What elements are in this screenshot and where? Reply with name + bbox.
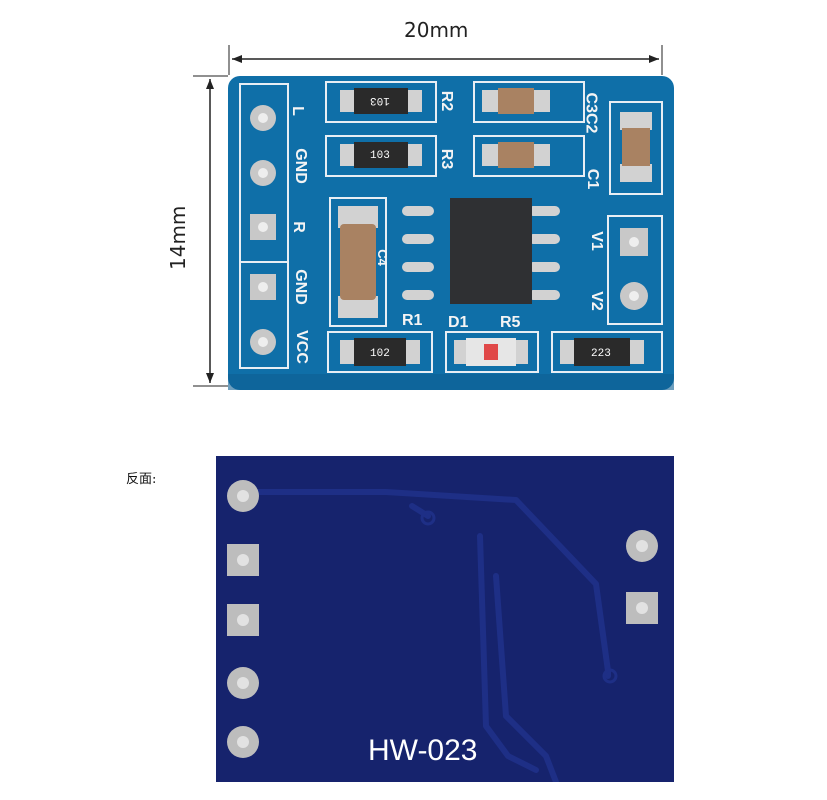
code-r1: 102 — [370, 348, 390, 360]
ref-d1: D1 — [448, 314, 469, 331]
ref-c4: C4 — [374, 249, 390, 266]
smd-c1 — [620, 112, 652, 182]
ref-c1: C1 — [584, 168, 602, 190]
ref-r5: R5 — [500, 314, 521, 331]
pin-pads-back — [227, 480, 658, 758]
ref-r1: R1 — [402, 312, 423, 329]
back-pcb — [216, 456, 674, 782]
ref-v2: V2 — [587, 291, 605, 311]
ref-v1: V1 — [587, 231, 605, 251]
led-d1 — [454, 338, 528, 366]
code-r2: 103 — [370, 94, 390, 106]
ref-r2: R2 — [438, 90, 456, 112]
smd-c3 — [482, 88, 550, 114]
pin-label-vcc: VCC — [292, 330, 310, 364]
pin-label-r: R — [289, 221, 307, 233]
ref-c3c2: C3C2 — [582, 92, 600, 134]
model-label: HW-023 — [368, 734, 478, 767]
pin-label-gnd-1: GND — [291, 148, 309, 184]
pin-label-l: L — [288, 106, 306, 116]
code-r5: 223 — [591, 348, 611, 360]
smd-r3 — [340, 142, 422, 168]
front-pcb — [228, 76, 674, 390]
smd-r5 — [560, 338, 644, 366]
smd-c2 — [482, 142, 550, 168]
pin-pads-right — [620, 228, 648, 310]
smd-r2 — [340, 88, 422, 114]
ic-chip — [402, 198, 560, 304]
width-dimension-label: 20mm — [404, 18, 469, 42]
smd-r1 — [340, 338, 420, 366]
smd-c4 — [338, 206, 378, 318]
pin-label-gnd-2: GND — [291, 269, 309, 305]
ref-r3: R3 — [438, 148, 456, 170]
reverse-side-label: 反面: — [126, 472, 157, 487]
pin-pads-front — [250, 105, 276, 355]
code-r3: 103 — [370, 150, 390, 162]
height-dimension-label: 14mm — [166, 205, 190, 270]
